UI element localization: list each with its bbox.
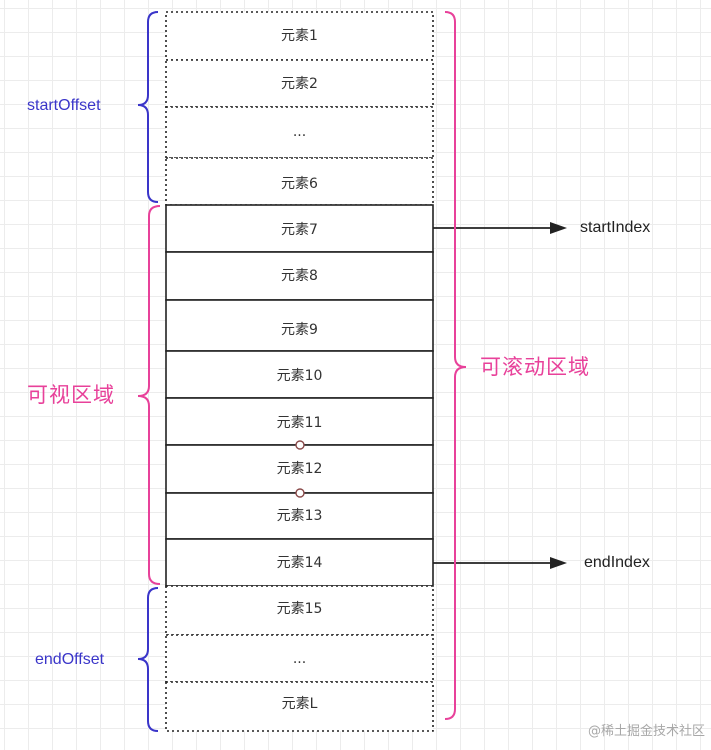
item-10-label: 元素10 — [276, 368, 323, 384]
cell-item-1 — [165, 11, 434, 61]
ellipsis-top-label: ... — [292, 124, 307, 140]
item-6-label: 元素6 — [281, 176, 318, 192]
cell-item-15 — [165, 585, 434, 636]
cell-item-9 — [165, 299, 434, 352]
item-2-label: 元素2 — [281, 76, 318, 92]
end-index-arrowhead — [550, 557, 567, 569]
offscreen-bottom-cells — [165, 585, 434, 732]
cell-item-14 — [165, 538, 434, 587]
end-index-label: endIndex — [584, 554, 650, 571]
visible-cells — [165, 204, 434, 587]
start-offset-brace — [137, 11, 159, 203]
end-offset-label: endOffset — [35, 651, 105, 668]
item-15-label: 元素15 — [276, 601, 323, 617]
item-9-label: 元素9 — [281, 322, 318, 338]
item-11-label: 元素11 — [276, 415, 323, 431]
item-8-label: 元素8 — [281, 268, 318, 284]
visible-area-label: 可视区域 — [27, 383, 115, 407]
offscreen-top-cells — [165, 11, 434, 206]
cell-item-11 — [165, 397, 434, 446]
start-index-arrowhead — [550, 222, 567, 234]
connector-dot — [295, 488, 305, 498]
scrollable-area-brace — [444, 11, 467, 720]
cell-item-2 — [165, 59, 434, 108]
cell-item-13 — [165, 492, 434, 540]
scrollable-area-label: 可滚动区域 — [480, 355, 590, 379]
visible-area-brace — [137, 205, 161, 585]
item-1-label: 元素1 — [281, 28, 318, 44]
cell-item-8 — [165, 251, 434, 301]
cell-item-10 — [165, 350, 434, 399]
item-14-label: 元素14 — [276, 555, 323, 571]
cell-item-l — [165, 681, 434, 732]
start-offset-label: startOffset — [27, 97, 101, 114]
cell-item-12 — [165, 444, 434, 494]
pointer-arrows — [433, 222, 567, 569]
start-index-label: startIndex — [580, 219, 651, 236]
watermark-text: @稀土掘金技术社区 — [587, 724, 705, 739]
item-12-label: 元素12 — [276, 461, 323, 477]
cell-ellipsis-bottom — [165, 634, 434, 683]
item-7-label: 元素7 — [281, 222, 318, 238]
item-13-label: 元素13 — [276, 508, 323, 524]
connector-dot — [295, 440, 305, 450]
cell-item-6 — [165, 157, 434, 206]
cell-ellipsis-top — [165, 106, 434, 159]
end-offset-brace — [137, 587, 159, 732]
item-l-label: 元素L — [281, 696, 318, 712]
ellipsis-bottom-label: ... — [292, 651, 307, 667]
